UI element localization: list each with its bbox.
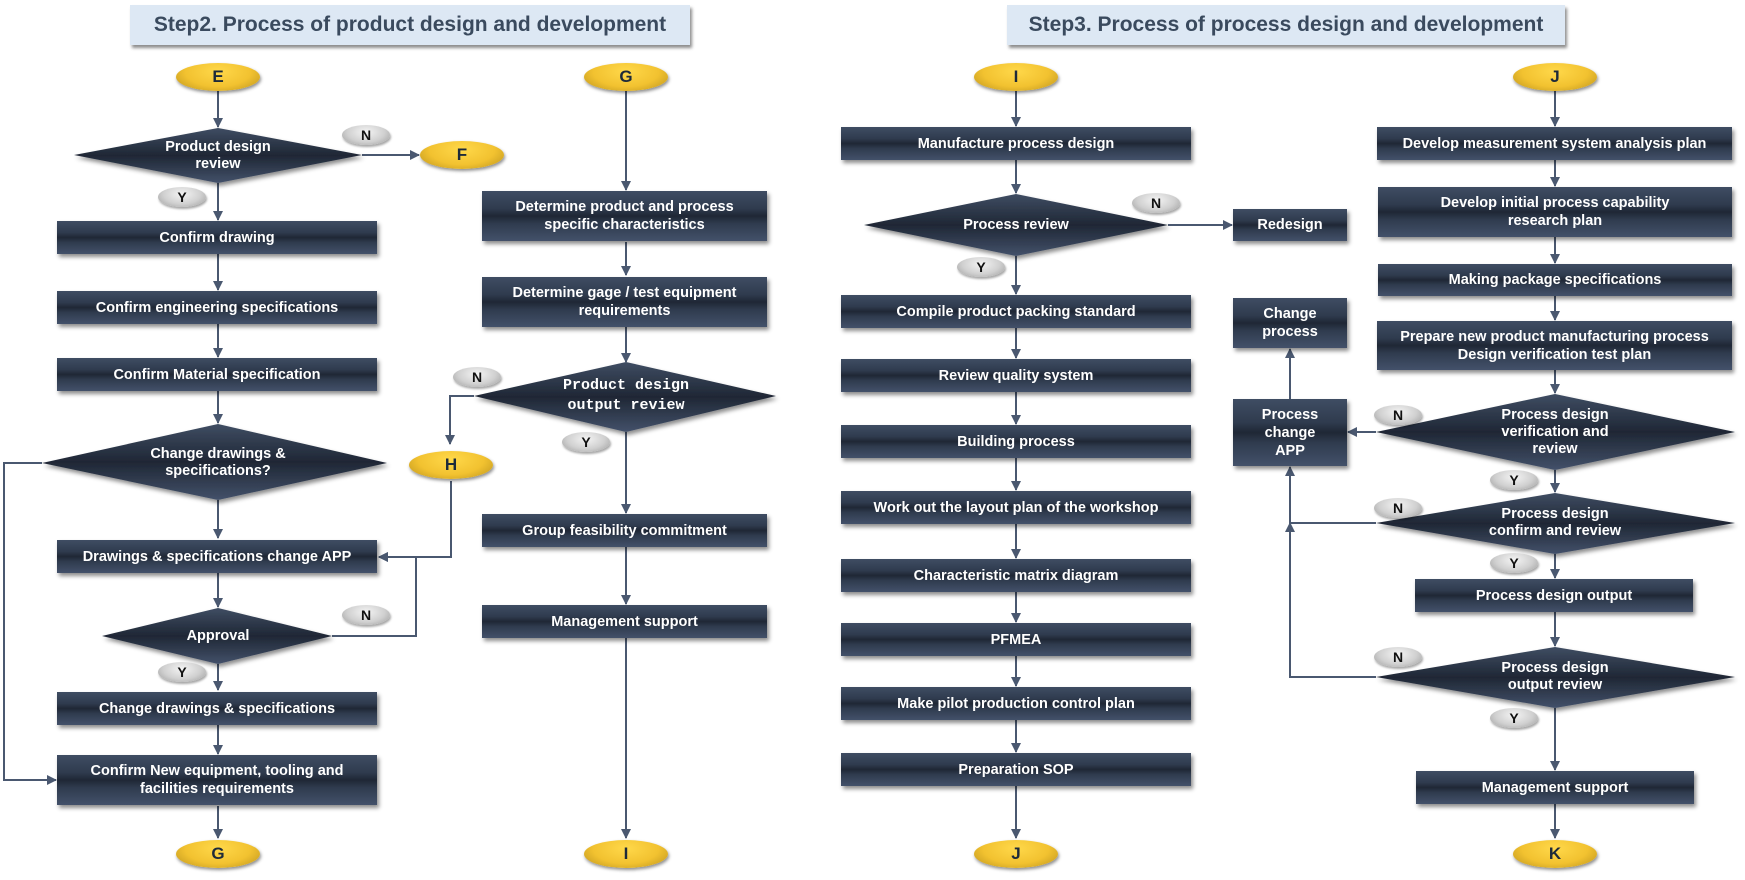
no-label: N: [1132, 193, 1180, 213]
decision-confirm-review-label: Process design confirm and review: [1488, 506, 1622, 539]
connector-j-bottom[interactable]: J: [974, 840, 1058, 868]
arrow: [1285, 522, 1376, 678]
yes-label: Y: [1490, 708, 1538, 728]
step3-title: Step3. Process of process design and dev…: [1007, 5, 1565, 45]
determine-gage-box[interactable]: Determine gage / test equipment requirem…: [482, 277, 767, 327]
arrow: [378, 481, 452, 562]
connector-i-bottom[interactable]: I: [584, 840, 668, 868]
decision-change-drawings: [42, 424, 387, 500]
yes-label: Y: [158, 187, 206, 207]
confirm-engineering-specs-box[interactable]: Confirm engineering specifications: [57, 291, 377, 324]
decision-process-review: [864, 194, 1168, 256]
characteristic-matrix-box[interactable]: Characteristic matrix diagram: [841, 559, 1191, 592]
connector-i[interactable]: I: [974, 63, 1058, 91]
verification-test-plan-box[interactable]: Prepare new product manufacturing proces…: [1377, 321, 1732, 370]
yes-label: Y: [957, 257, 1005, 277]
yes-label: Y: [562, 432, 610, 452]
building-process-box[interactable]: Building process: [841, 425, 1191, 458]
management-support-box-step2[interactable]: Management support: [482, 605, 767, 638]
yes-label: Y: [1490, 470, 1538, 490]
change-process-box[interactable]: Change process: [1233, 298, 1347, 348]
arrow: [1285, 466, 1376, 524]
layout-plan-box[interactable]: Work out the layout plan of the workshop: [841, 491, 1191, 524]
decision-output-review-label-step3: Process design output review: [1501, 660, 1609, 693]
decision-product-design-output-review: [474, 362, 776, 432]
change-drawings-specs-box[interactable]: Change drawings & specifications: [57, 692, 377, 725]
pfmea-box[interactable]: PFMEA: [841, 623, 1191, 656]
decision-process-review-label: Process review: [963, 216, 1069, 233]
review-quality-system-box[interactable]: Review quality system: [841, 359, 1191, 392]
manufacture-process-design-box[interactable]: Manufacture process design: [841, 127, 1191, 160]
connector-k[interactable]: K: [1513, 840, 1597, 868]
yes-label: Y: [1490, 553, 1538, 573]
decision-product-design-review-label: Product design review: [165, 139, 271, 172]
group-feasibility-box[interactable]: Group feasibility commitment: [482, 514, 767, 547]
redesign-box[interactable]: Redesign: [1233, 209, 1347, 241]
no-label: N: [342, 125, 390, 145]
decision-approval-label: Approval: [186, 627, 250, 644]
confirm-new-equipment-box[interactable]: Confirm New equipment, tooling and facil…: [57, 755, 377, 805]
no-label: N: [1374, 405, 1422, 425]
decision-verification-review-label: Process design verification and review: [1501, 406, 1609, 457]
yes-label: Y: [158, 662, 206, 682]
drawings-change-app-box[interactable]: Drawings & specifications change APP: [57, 540, 377, 573]
pilot-control-plan-box[interactable]: Make pilot production control plan: [841, 687, 1191, 720]
confirm-material-spec-box[interactable]: Confirm Material specification: [57, 358, 377, 391]
process-change-app-box[interactable]: Process change APP: [1233, 399, 1347, 466]
decision-approval: [102, 608, 332, 664]
no-label: N: [1374, 647, 1422, 667]
no-label: N: [1374, 498, 1422, 518]
no-label: N: [453, 367, 501, 387]
decision-process-output-review: [1376, 647, 1735, 708]
arrow: [3, 462, 57, 785]
decision-product-design-review: [74, 128, 362, 183]
arrow: [445, 395, 474, 445]
confirm-drawing-box[interactable]: Confirm drawing: [57, 221, 377, 254]
connector-g-bottom[interactable]: G: [176, 840, 260, 868]
decision-output-review-label: Product design output review: [562, 377, 690, 414]
management-support-box-step3[interactable]: Management support: [1416, 771, 1694, 804]
decision-change-drawings-label: Change drawings & specifications?: [150, 446, 286, 479]
msa-plan-box[interactable]: Develop measurement system analysis plan: [1377, 127, 1732, 160]
capability-plan-box[interactable]: Develop initial process capability resea…: [1378, 187, 1732, 237]
no-label: N: [342, 605, 390, 625]
process-design-output-box[interactable]: Process design output: [1415, 579, 1693, 612]
determine-characteristics-box[interactable]: Determine product and process specific c…: [482, 191, 767, 241]
connector-h[interactable]: H: [409, 451, 493, 479]
compile-packing-standard-box[interactable]: Compile product packing standard: [841, 295, 1191, 328]
connector-f[interactable]: F: [420, 141, 504, 169]
connector-e[interactable]: E: [176, 63, 260, 91]
step2-title: Step2. Process of product design and dev…: [130, 5, 690, 45]
connector-g-top[interactable]: G: [584, 63, 668, 91]
decision-process-confirm-review: [1376, 493, 1735, 554]
connector-j-top[interactable]: J: [1513, 63, 1597, 91]
preparation-sop-box[interactable]: Preparation SOP: [841, 753, 1191, 786]
package-specs-box[interactable]: Making package specifications: [1378, 264, 1732, 296]
decision-process-verification-review: [1376, 394, 1735, 470]
